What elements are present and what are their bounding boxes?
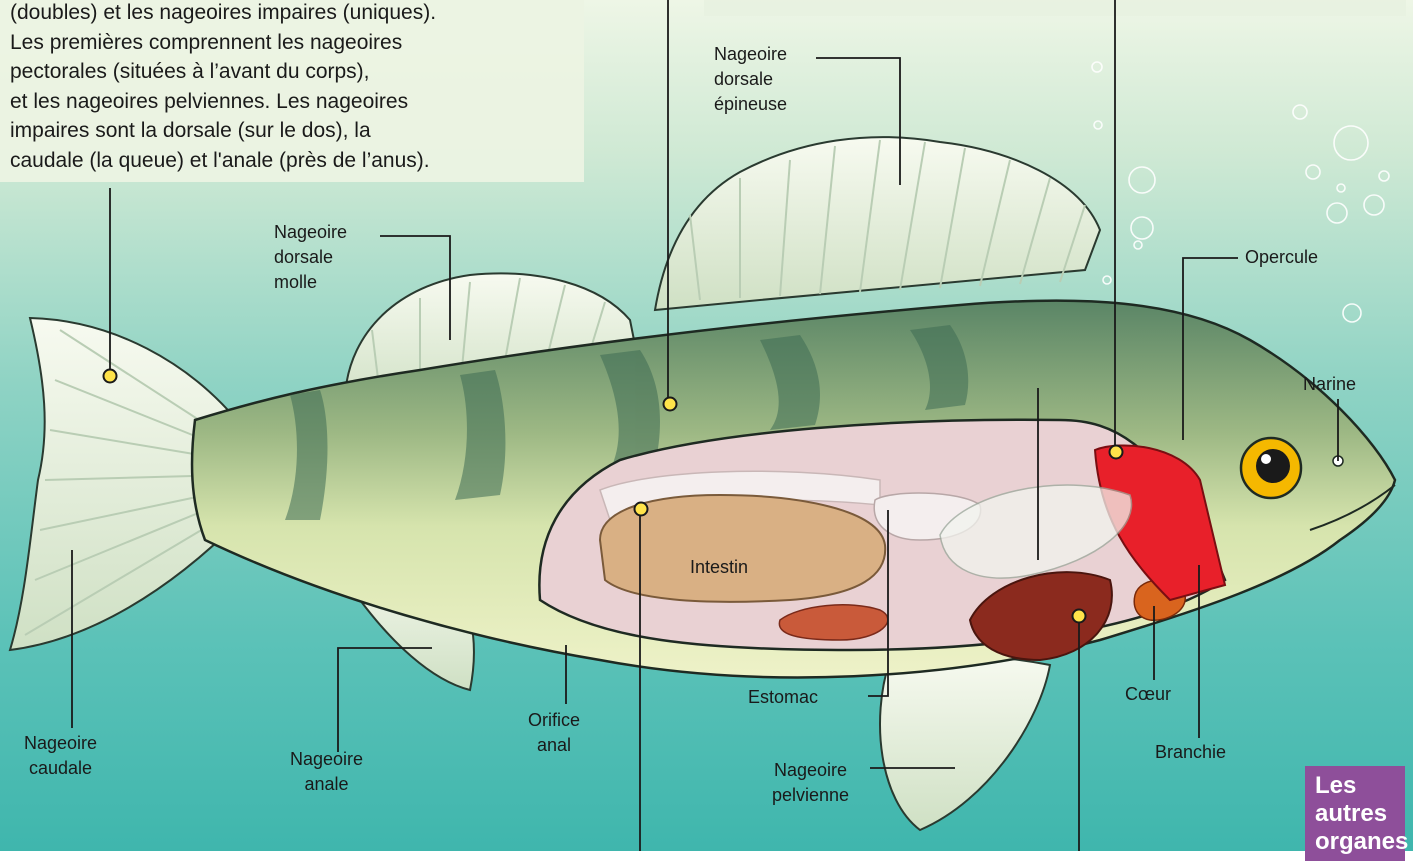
label-estomac: Estomac <box>748 685 818 710</box>
label-anale: Nageoire anale <box>290 747 363 797</box>
pelvic-fin <box>880 655 1050 830</box>
bubbles <box>1092 62 1389 322</box>
marker <box>635 503 648 516</box>
marker <box>104 370 117 383</box>
label-dorsale-epineuse: Nageoire dorsale épineuse <box>714 42 787 117</box>
marker <box>664 398 677 411</box>
section-badge: Les autres organes <box>1305 766 1405 861</box>
label-opercule: Opercule <box>1245 245 1318 270</box>
label-coeur: Cœur <box>1125 682 1171 707</box>
label-pelvienne: Nageoire pelvienne <box>772 758 849 808</box>
label-caudale: Nageoire caudale <box>24 731 97 781</box>
label-narine: Narine <box>1303 372 1356 397</box>
marker <box>1110 446 1123 459</box>
label-orifice-anal: Orifice anal <box>528 708 580 758</box>
label-dorsale-molle: Nageoire dorsale molle <box>274 220 347 295</box>
marker <box>1073 610 1086 623</box>
label-branchie: Branchie <box>1155 740 1226 765</box>
label-intestin: Intestin <box>690 555 748 580</box>
